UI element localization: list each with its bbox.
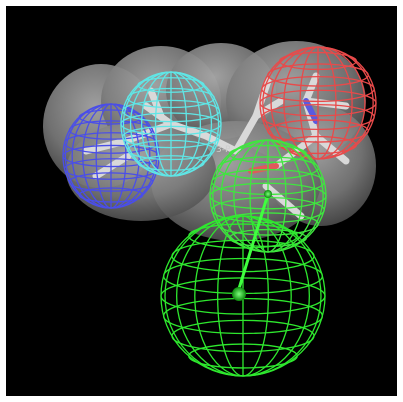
pharmacophore-spheres: [62, 46, 377, 377]
hydrophobic-sphere-cyan: [120, 71, 222, 177]
feature-atom-lower: [232, 287, 246, 301]
donor-sphere-green-small: [209, 139, 327, 253]
molecule-viewport[interactable]: 3-P: [6, 6, 397, 396]
molecular-scene[interactable]: 3-P: [6, 6, 397, 396]
feature-vector: [236, 193, 270, 293]
feature-atom-upper: [264, 190, 272, 198]
acceptor-sphere-red: [259, 46, 377, 160]
atom-pick-label: 3-P: [216, 145, 231, 155]
